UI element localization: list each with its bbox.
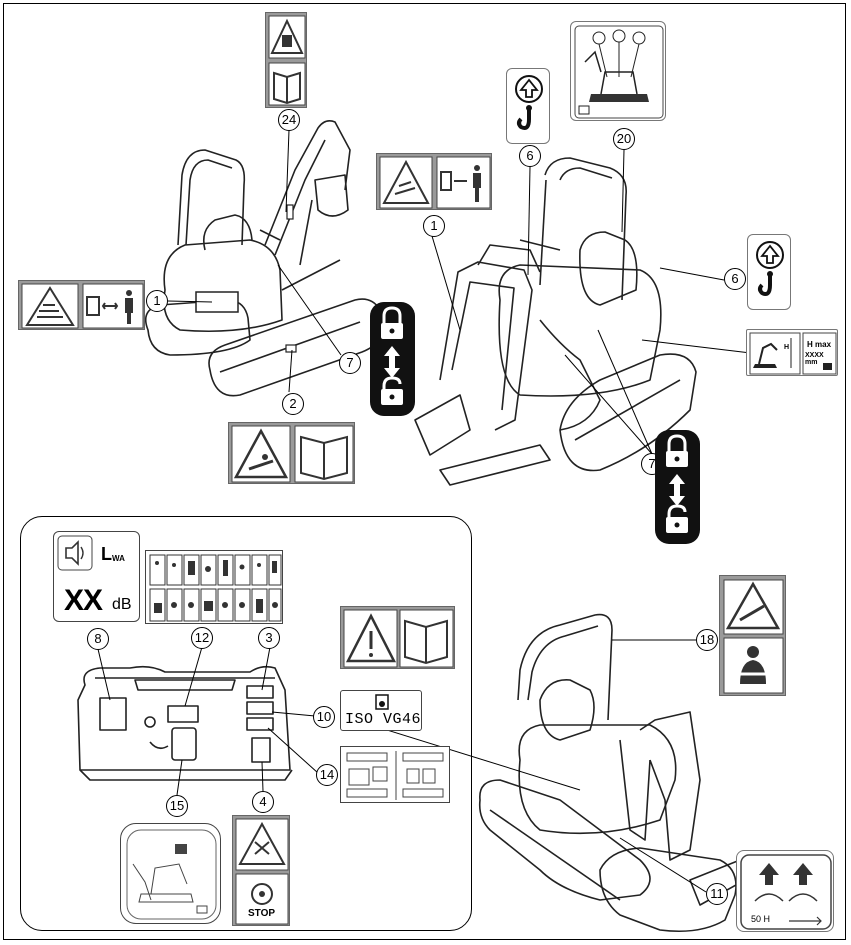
- callout-15: 15: [166, 795, 188, 817]
- decal-1-crush-warning-right: [376, 153, 492, 210]
- callout-4: 4: [252, 791, 274, 813]
- decal-2-warning-book: [228, 422, 355, 484]
- callout-2: 2: [282, 393, 304, 415]
- decal-20-lifting-points: [570, 21, 666, 121]
- noise-value: XX: [64, 584, 102, 618]
- decal-cab-view: [120, 823, 221, 924]
- decal-18-rollover-seatbelt: [719, 575, 786, 696]
- hmax-title: H max: [807, 340, 831, 349]
- callout-11: 11: [706, 883, 728, 905]
- decal-noise-level: L WA XX dB: [53, 531, 140, 622]
- noise-lwa-sub: WA: [112, 554, 125, 563]
- decal-24-warning-book: [265, 12, 307, 108]
- callout-7-left: 7: [339, 352, 361, 374]
- callout-3: 3: [258, 627, 280, 649]
- decal-6-lifting-hook-top: [506, 68, 550, 144]
- callout-14: 14: [316, 764, 338, 786]
- decal-control-pattern: [145, 550, 283, 624]
- callout-6-top: 6: [519, 145, 541, 167]
- callout-1-left: 1: [146, 290, 168, 312]
- callout-8: 8: [87, 628, 109, 650]
- decal-7-lock-unlock-right: [655, 430, 700, 544]
- hmax-value: XXXX mm: [805, 352, 837, 366]
- stop-label: STOP: [248, 908, 275, 919]
- decal-fan-stop: STOP: [232, 815, 290, 926]
- decal-1-crush-warning-left: [18, 280, 145, 330]
- callout-1-right: 1: [423, 215, 445, 237]
- callout-20: 20: [613, 128, 635, 150]
- service-interval-label: 50 H: [751, 914, 770, 924]
- hmax-h-label: H: [784, 344, 789, 351]
- decal-17-height-max: H H max XXXX mm: [746, 329, 838, 376]
- decal-14-pattern-change: [340, 746, 450, 803]
- decal-7-lock-unlock-left: [370, 302, 415, 416]
- decal-6-lifting-hook-right: [747, 234, 791, 310]
- noise-unit: dB: [112, 596, 132, 614]
- callout-12: 12: [191, 627, 213, 649]
- noise-lwa: L: [101, 544, 112, 565]
- callout-18: 18: [696, 629, 718, 651]
- callout-24: 24: [278, 109, 300, 131]
- decal-11-service-interval: 50 H: [736, 850, 834, 932]
- decal-3-warning-book: [340, 606, 455, 669]
- decal-10-hydraulic-oil: ISO VG46: [340, 690, 422, 731]
- callout-10: 10: [313, 706, 335, 728]
- callout-6-right: 6: [724, 268, 746, 290]
- oil-grade-label: ISO VG46: [345, 711, 421, 728]
